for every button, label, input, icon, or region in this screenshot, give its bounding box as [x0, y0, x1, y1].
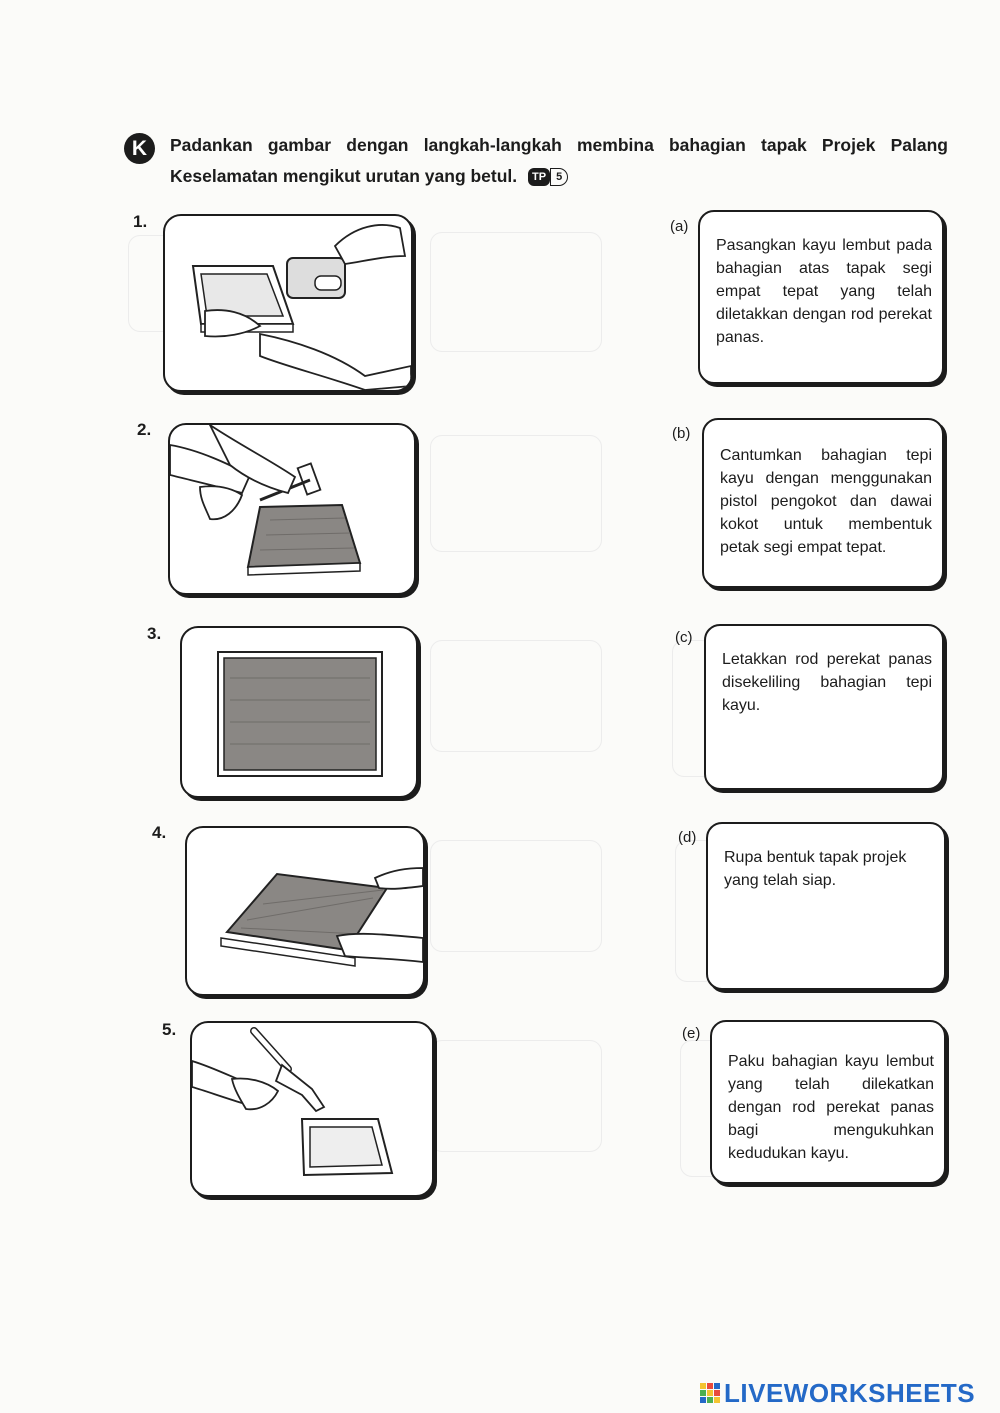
step-text-d: Rupa bentuk tapak projek yang telah siap…	[724, 849, 907, 889]
picture-2[interactable]	[168, 423, 416, 595]
step-card-e[interactable]: Paku bahagian kayu lembut yang telah dil…	[710, 1020, 946, 1184]
picture-number-3: 3.	[147, 624, 162, 643]
step-letter-b: (b)	[672, 425, 691, 442]
picture-number-5: 5.	[162, 1020, 177, 1039]
picture-5[interactable]	[190, 1021, 434, 1197]
ghost-box	[430, 435, 602, 552]
ghost-box	[430, 640, 602, 752]
finished-base-illustration	[217, 651, 383, 777]
ghost-box	[430, 840, 602, 952]
liveworksheets-logo: LIVEWORKSHEETS	[700, 1378, 975, 1408]
instruction-line-1: Padankan gambar dengan langkah-langkah m…	[170, 135, 948, 155]
step-letter-c: (c)	[675, 629, 693, 646]
placing-board-illustration	[220, 867, 423, 967]
step-card-a[interactable]: Pasangkan kayu lembut pada bahagian atas…	[698, 210, 944, 384]
picture-3[interactable]	[180, 626, 418, 798]
step-card-b[interactable]: Cantumkan bahagian tepi kayu dengan meng…	[702, 418, 944, 588]
picture-number-2: 2.	[137, 420, 152, 439]
logo-text: LIVEWORKSHEETS	[724, 1377, 976, 1408]
step-card-d[interactable]: Rupa bentuk tapak projek yang telah siap…	[706, 822, 946, 990]
instruction-line-2: Keselamatan mengikut urutan yang betul. …	[170, 162, 569, 190]
section-letter-badge: K	[124, 133, 155, 164]
step-letter-d: (d)	[678, 829, 697, 846]
step-letter-a: (a)	[670, 218, 689, 235]
step-card-c[interactable]: Letakkan rod perekat panas disekeliling …	[704, 624, 944, 790]
logo-grid-icon	[700, 1383, 720, 1403]
hammer-nailing-illustration	[170, 425, 362, 576]
ghost-box	[430, 1040, 602, 1152]
picture-number-1: 1.	[133, 212, 148, 231]
ghost-box	[430, 232, 602, 352]
step-letter-e: (e)	[682, 1025, 701, 1042]
instruction-line-2-text: Keselamatan mengikut urutan yang betul.	[170, 166, 518, 186]
step-text-c: Letakkan rod perekat panas disekeliling …	[722, 651, 932, 714]
picture-4[interactable]	[185, 826, 425, 996]
tp-badge: TP	[528, 168, 551, 187]
step-text-a: Pasangkan kayu lembut pada bahagian atas…	[716, 237, 932, 346]
picture-1[interactable]	[163, 214, 413, 392]
step-text-b: Cantumkan bahagian tepi kayu dengan meng…	[720, 447, 932, 556]
stapler-frame-illustration	[191, 224, 411, 390]
glue-gun-illustration	[192, 1027, 394, 1177]
picture-number-4: 4.	[152, 823, 167, 842]
level-badge: 5	[550, 168, 569, 187]
step-text-e: Paku bahagian kayu lembut yang telah dil…	[728, 1053, 934, 1162]
